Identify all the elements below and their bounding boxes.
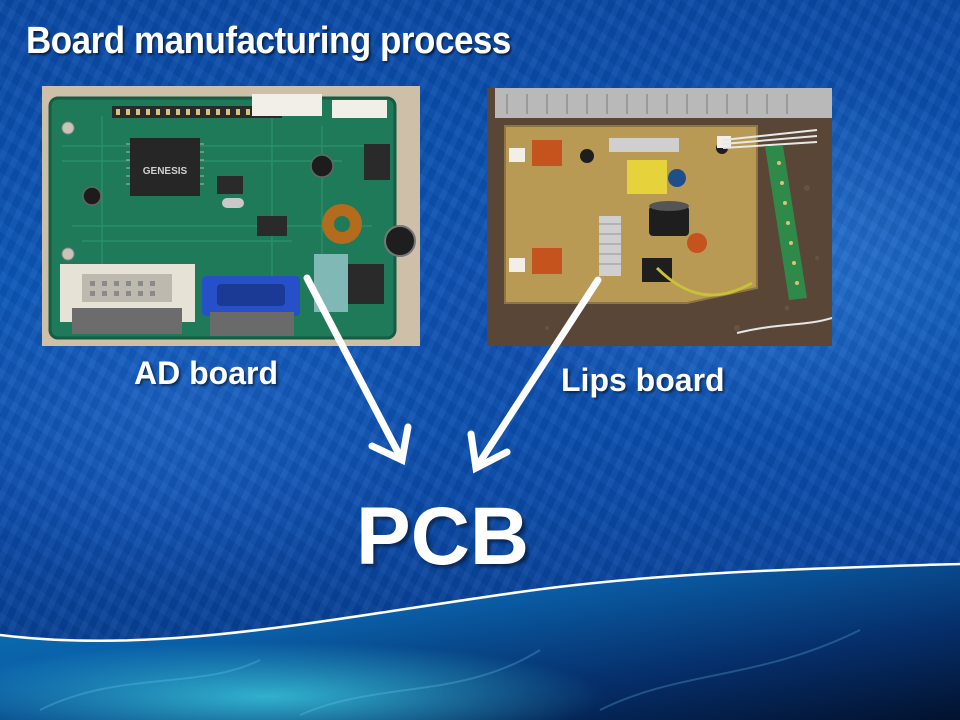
lips-board-caption: Lips board bbox=[561, 362, 725, 398]
chip-marking: GENESIS bbox=[143, 166, 188, 177]
slide-title: Board manufacturing process bbox=[26, 20, 511, 62]
arrow-down-right-icon bbox=[303, 274, 412, 466]
bottom-wave-decoration bbox=[0, 562, 960, 720]
arrow-down-left-icon bbox=[467, 276, 602, 474]
pcb-label: PCB bbox=[356, 491, 530, 582]
ad-board-photo: GENESIS bbox=[42, 86, 420, 346]
ad-board-caption: AD board bbox=[134, 355, 278, 391]
lips-board-photo bbox=[487, 88, 832, 346]
